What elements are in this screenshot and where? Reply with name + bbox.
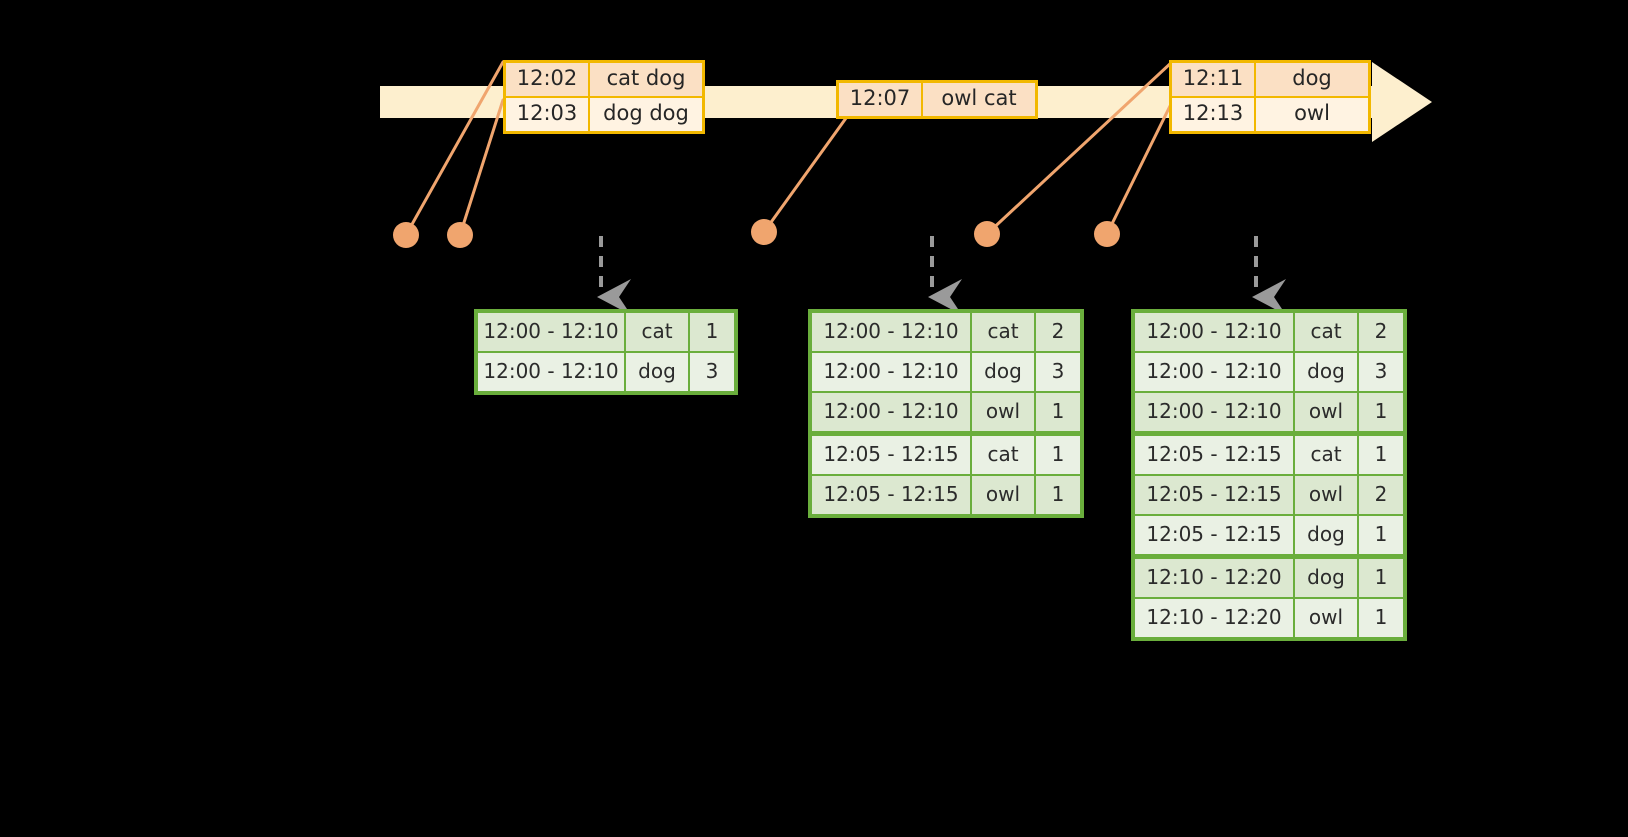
word-cell: dog bbox=[1295, 353, 1357, 391]
window-cell: 12:05 - 12:15 bbox=[1135, 436, 1293, 474]
dot-5 bbox=[1094, 221, 1120, 247]
event-group-3[interactable]: 12:11 dog 12:13 owl bbox=[1169, 60, 1371, 134]
dot-2 bbox=[447, 222, 473, 248]
count-cell: 2 bbox=[1359, 476, 1403, 514]
table-row[interactable]: 12:10 - 12:20 dog 1 bbox=[1135, 559, 1403, 597]
window-cell: 12:00 - 12:10 bbox=[1135, 313, 1293, 351]
count-cell: 1 bbox=[1036, 393, 1080, 431]
count-cell: 2 bbox=[1036, 313, 1080, 351]
window-cell: 12:05 - 12:15 bbox=[1135, 516, 1293, 554]
result-table-1[interactable]: 12:00 - 12:10 cat 1 12:00 - 12:10 dog 3 bbox=[474, 309, 738, 395]
event-row[interactable]: 12:13 owl bbox=[1172, 96, 1368, 131]
event-row[interactable]: 12:07 owl cat bbox=[839, 83, 1035, 116]
window-cell: 12:00 - 12:10 bbox=[812, 393, 970, 431]
window-cell: 12:00 - 12:10 bbox=[812, 313, 970, 351]
event-group-1[interactable]: 12:02 cat dog 12:03 dog dog bbox=[503, 60, 705, 134]
event-time: 12:13 bbox=[1172, 98, 1256, 131]
window-cell: 12:00 - 12:10 bbox=[1135, 393, 1293, 431]
dot-3 bbox=[751, 219, 777, 245]
event-group-2[interactable]: 12:07 owl cat bbox=[836, 80, 1038, 119]
window-cell: 12:05 - 12:15 bbox=[1135, 476, 1293, 514]
count-cell: 1 bbox=[1359, 559, 1403, 597]
table-row[interactable]: 12:05 - 12:15 cat 1 bbox=[1135, 436, 1403, 474]
word-cell: cat bbox=[1295, 313, 1357, 351]
word-cell: owl bbox=[1295, 393, 1357, 431]
window-cell: 12:00 - 12:10 bbox=[1135, 353, 1293, 391]
table-row[interactable]: 12:00 - 12:10 cat 2 bbox=[1135, 313, 1403, 351]
word-cell: dog bbox=[972, 353, 1034, 391]
word-cell: dog bbox=[626, 353, 688, 391]
event-words: owl cat bbox=[941, 86, 1017, 110]
connector-line-1 bbox=[404, 60, 505, 237]
word-cell: cat bbox=[1295, 436, 1357, 474]
count-cell: 1 bbox=[1036, 436, 1080, 474]
table-row[interactable]: 12:00 - 12:10 dog 3 bbox=[478, 353, 734, 391]
count-cell: 3 bbox=[1359, 353, 1403, 391]
window-cell: 12:10 - 12:20 bbox=[1135, 559, 1293, 597]
word-cell: dog bbox=[1295, 516, 1357, 554]
table-row[interactable]: 12:00 - 12:10 dog 3 bbox=[1135, 353, 1403, 391]
event-row[interactable]: 12:11 dog bbox=[1172, 63, 1368, 96]
count-cell: 2 bbox=[1359, 313, 1403, 351]
count-cell: 1 bbox=[690, 313, 734, 351]
count-cell: 1 bbox=[1359, 436, 1403, 474]
table-row[interactable]: 12:00 - 12:10 dog 3 bbox=[812, 353, 1080, 391]
count-cell: 1 bbox=[1036, 476, 1080, 514]
event-row[interactable]: 12:02 cat dog bbox=[506, 63, 702, 96]
dashed-arrows bbox=[597, 236, 1286, 315]
word-cell: owl bbox=[972, 476, 1034, 514]
window-cell: 12:00 - 12:10 bbox=[812, 353, 970, 391]
connector-line-5 bbox=[1105, 100, 1174, 236]
result-table-2[interactable]: 12:00 - 12:10 cat 2 12:00 - 12:10 dog 3 … bbox=[808, 309, 1084, 518]
dot-4 bbox=[974, 221, 1000, 247]
table-row[interactable]: 12:10 - 12:20 owl 1 bbox=[1135, 599, 1403, 637]
count-cell: 1 bbox=[1359, 393, 1403, 431]
word-cell: dog bbox=[1295, 559, 1357, 597]
word-cell: cat bbox=[626, 313, 688, 351]
word-cell: owl bbox=[1295, 599, 1357, 637]
event-dots bbox=[393, 219, 1120, 248]
window-cell: 12:00 - 12:10 bbox=[478, 313, 624, 351]
result-table-3[interactable]: 12:00 - 12:10 cat 2 12:00 - 12:10 dog 3 … bbox=[1131, 309, 1407, 641]
dot-1 bbox=[393, 222, 419, 248]
window-cell: 12:00 - 12:10 bbox=[478, 353, 624, 391]
word-cell: owl bbox=[972, 393, 1034, 431]
table-row[interactable]: 12:05 - 12:15 cat 1 bbox=[812, 436, 1080, 474]
count-cell: 1 bbox=[1359, 599, 1403, 637]
count-cell: 3 bbox=[1036, 353, 1080, 391]
table-row[interactable]: 12:00 - 12:10 cat 1 bbox=[478, 313, 734, 351]
table-row[interactable]: 12:00 - 12:10 owl 1 bbox=[1135, 393, 1403, 431]
word-cell: owl bbox=[1295, 476, 1357, 514]
event-words: owl bbox=[1294, 101, 1330, 125]
event-row[interactable]: 12:03 dog dog bbox=[506, 96, 702, 131]
event-words: cat dog bbox=[606, 66, 686, 90]
event-time: 12:02 bbox=[506, 63, 590, 96]
table-row[interactable]: 12:00 - 12:10 owl 1 bbox=[812, 393, 1080, 431]
connector-line-2 bbox=[458, 98, 505, 237]
window-cell: 12:05 - 12:15 bbox=[812, 476, 970, 514]
table-row[interactable]: 12:05 - 12:15 owl 2 bbox=[1135, 476, 1403, 514]
table-row[interactable]: 12:00 - 12:10 cat 2 bbox=[812, 313, 1080, 351]
count-cell: 1 bbox=[1359, 516, 1403, 554]
window-cell: 12:05 - 12:15 bbox=[812, 436, 970, 474]
table-row[interactable]: 12:05 - 12:15 dog 1 bbox=[1135, 516, 1403, 554]
count-cell: 3 bbox=[690, 353, 734, 391]
event-time: 12:03 bbox=[506, 98, 590, 131]
event-time: 12:07 bbox=[839, 83, 923, 116]
event-words: dog dog bbox=[603, 101, 689, 125]
event-words: dog bbox=[1292, 66, 1332, 90]
word-cell: cat bbox=[972, 436, 1034, 474]
window-cell: 12:10 - 12:20 bbox=[1135, 599, 1293, 637]
word-cell: cat bbox=[972, 313, 1034, 351]
table-row[interactable]: 12:05 - 12:15 owl 1 bbox=[812, 476, 1080, 514]
event-time: 12:11 bbox=[1172, 63, 1256, 96]
